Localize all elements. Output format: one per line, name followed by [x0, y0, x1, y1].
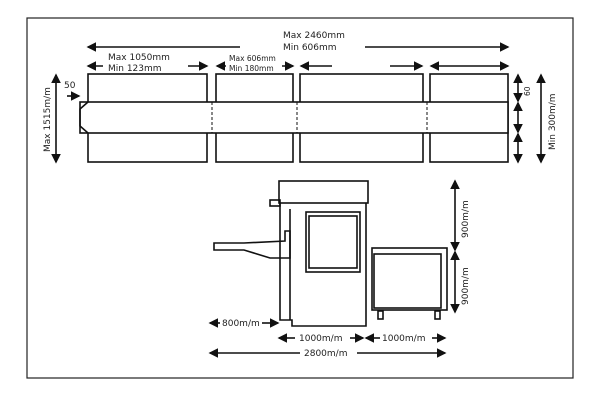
gap-label: 60	[523, 86, 532, 96]
section1-max-label: Max 1050mm	[108, 53, 170, 63]
height-max-label: Max 1515m/m	[43, 87, 53, 152]
side-view: 900m/m 900m/m 800m/m 1000m/m 1000m/m 280…	[208, 179, 471, 359]
top-view: Max 2460mm Min 606mm Max 1050mm Min 123m…	[43, 26, 558, 164]
machine-width-label: 1000m/m	[299, 334, 342, 344]
infeed-label: 800m/m	[222, 319, 260, 329]
section2-max-label: Max 606mm	[229, 54, 276, 63]
total-length-label: 2800m/m	[304, 349, 347, 359]
overall-max-label: Max 2460mm	[283, 31, 345, 41]
section1-min-label: Min 123mm	[108, 64, 162, 74]
frame-border	[26, 17, 574, 379]
overall-min-label: Min 606mm	[283, 43, 337, 53]
offset-label: 50	[64, 81, 76, 91]
height-min-label: Min 300m/m	[548, 93, 558, 150]
lower-height-label: 900m/m	[461, 267, 471, 305]
table-width-label: 1000m/m	[382, 334, 425, 344]
section2-min-label: Min 180mm	[229, 64, 274, 73]
upper-height-label: 900m/m	[461, 200, 471, 238]
